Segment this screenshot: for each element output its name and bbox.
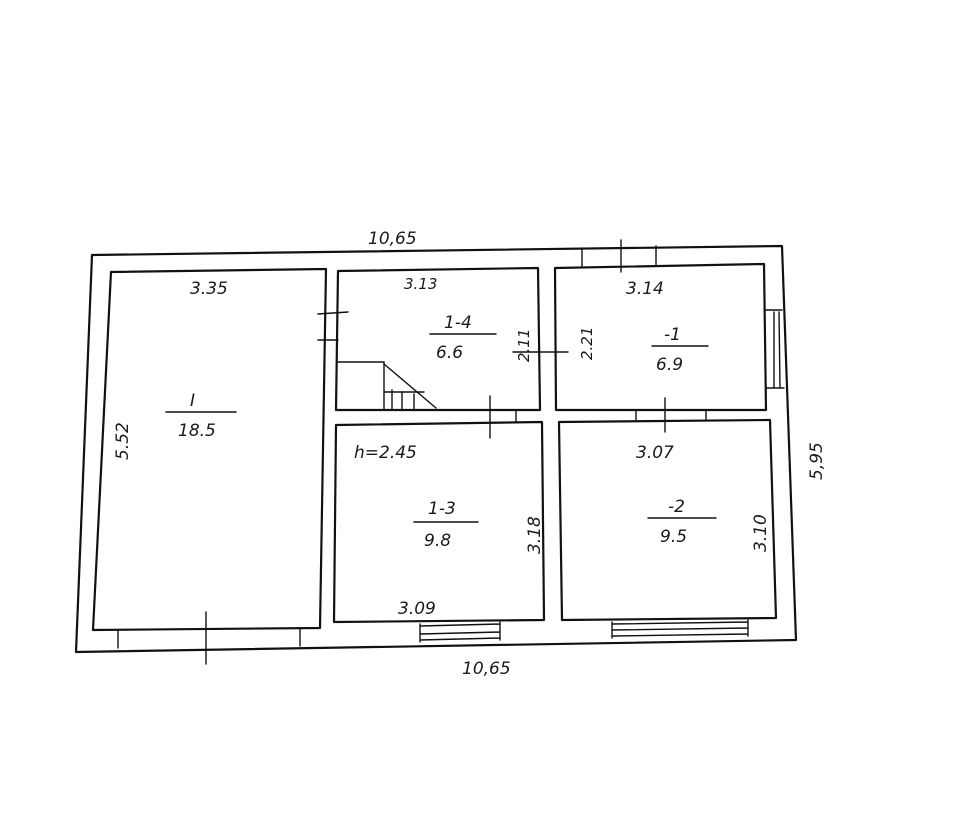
room-1-4-label: 1-4 — [444, 313, 472, 333]
room-1-3-label: 1-3 — [428, 499, 456, 519]
ticks-mid — [515, 409, 707, 423]
overall-right-height: 5,95 — [807, 442, 827, 480]
room-1-3-outline — [332, 420, 546, 624]
room-I-area: 18.5 — [178, 421, 216, 441]
room-1-1-area: 6.9 — [656, 355, 683, 375]
ceiling-height: h=2.45 — [354, 443, 417, 463]
window-right — [765, 309, 785, 389]
room-1-2-height: 3.10 — [751, 514, 771, 552]
room-1-4 — [334, 266, 542, 412]
windows — [419, 245, 785, 643]
room-1-1-height: 2.21 — [578, 327, 596, 360]
outer-wall-outline — [74, 244, 798, 654]
room-1-2-label: -2 — [668, 497, 685, 517]
room-1-4-outline — [334, 266, 542, 412]
fraction-lines — [165, 333, 717, 523]
window-bottom-1-3 — [419, 621, 501, 643]
ticks-bottom-wall — [117, 627, 301, 649]
room-1-2-width: 3.07 — [636, 443, 674, 463]
room-1-1-width: 3.14 — [626, 279, 664, 299]
room-1-3 — [332, 420, 546, 624]
room-1-1-outline — [553, 262, 768, 412]
tick-room-I-1-4 — [317, 311, 349, 315]
room-I-label: I — [190, 391, 195, 411]
overall-bottom-width: 10,65 — [462, 659, 511, 679]
room-I-width: 3.35 — [190, 279, 228, 299]
overall-top-width: 10,65 — [368, 229, 417, 249]
window-top — [581, 245, 657, 267]
room-I-height: 5.52 — [113, 422, 133, 460]
room-I — [91, 267, 328, 632]
room-1-3-area: 9.8 — [424, 531, 451, 551]
doors-and-ticks — [117, 239, 707, 665]
stairs — [337, 361, 437, 411]
outer-walls — [74, 244, 798, 654]
room-1-3-width: 3.09 — [398, 599, 436, 619]
room-1-4-area: 6.6 — [436, 343, 463, 363]
room-I-outline — [91, 267, 328, 632]
room-1-1 — [553, 262, 768, 412]
room-1-4-width: 3.13 — [404, 275, 437, 293]
room-1-2-outline — [557, 418, 778, 622]
room-1-3-height: 3.18 — [525, 516, 545, 554]
room-1-4-height: 2.11 — [515, 329, 533, 362]
room-1-2-area: 9.5 — [660, 527, 687, 547]
room-1-2 — [557, 418, 778, 622]
window-bottom-1-2 — [611, 619, 749, 639]
room-1-1-label: -1 — [664, 325, 681, 345]
